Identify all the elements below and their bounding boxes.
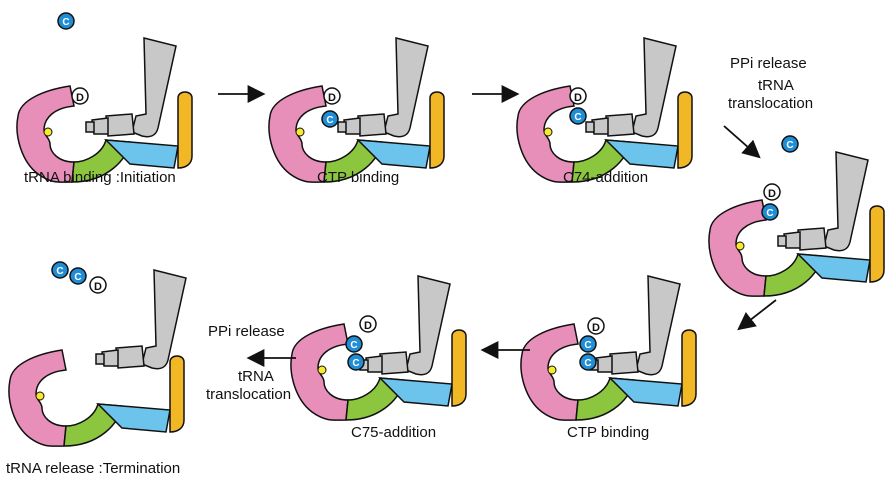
svg-text:C: C [352,358,359,369]
stage-label-ctp-binding-1: CTP binding [317,169,400,186]
d-site-nucleotide [71,87,89,105]
stage-label-c74-addition: C74-addition [563,169,649,186]
stage-label-ctp-binding-2: CTP binding [567,424,650,441]
free-ctp-2: C [781,135,799,153]
stage-6-complex: D C C [290,275,467,421]
note-ppi-release-bottom: PPi release [208,323,285,340]
arrow-4 [737,299,777,331]
stage-label-termination: tRNA release :Termination [6,460,181,477]
svg-text:C: C [584,358,591,369]
svg-text:D: D [768,188,776,200]
stage-3-complex: D C [516,37,693,183]
note-translocation-bottom: translocation [206,386,292,403]
d-site-nucleotide [323,87,341,105]
svg-text:D: D [94,281,102,293]
note-ppi-release-top: PPi release [730,55,807,72]
bound-ctp: C [321,110,339,128]
note-trna-top: tRNA [758,77,794,94]
svg-text:C: C [786,140,793,151]
stage-1-complex: D [16,37,193,183]
stage-5-complex: D C C [520,275,697,421]
arrow-3 [723,125,761,159]
svg-text:C: C [56,266,63,277]
svg-text:C: C [584,340,591,351]
svg-text:C: C [574,112,581,123]
svg-text:D: D [592,322,600,334]
free-ctp-1: C [57,12,75,30]
svg-text:C: C [766,208,773,219]
svg-text:D: D [364,320,372,332]
svg-text:D: D [574,92,582,104]
svg-text:C: C [62,17,69,28]
stage-2-complex: D C [268,37,445,183]
released-trna: D C C [51,261,187,370]
svg-text:C: C [326,115,333,126]
stage-label-initiation: tRNA binding :Initiation [24,169,176,186]
note-translocation-top: translocation [728,95,814,112]
stage-label-c75-addition: C75-addition [351,424,437,441]
d-site-letter: D [76,92,84,104]
stage-4-complex: D C [708,151,885,297]
svg-text:C: C [350,340,357,351]
note-trna-bottom: tRNA [238,368,274,385]
added-c74: C [569,107,587,125]
svg-text:D: D [328,92,336,104]
svg-text:C: C [74,272,81,283]
